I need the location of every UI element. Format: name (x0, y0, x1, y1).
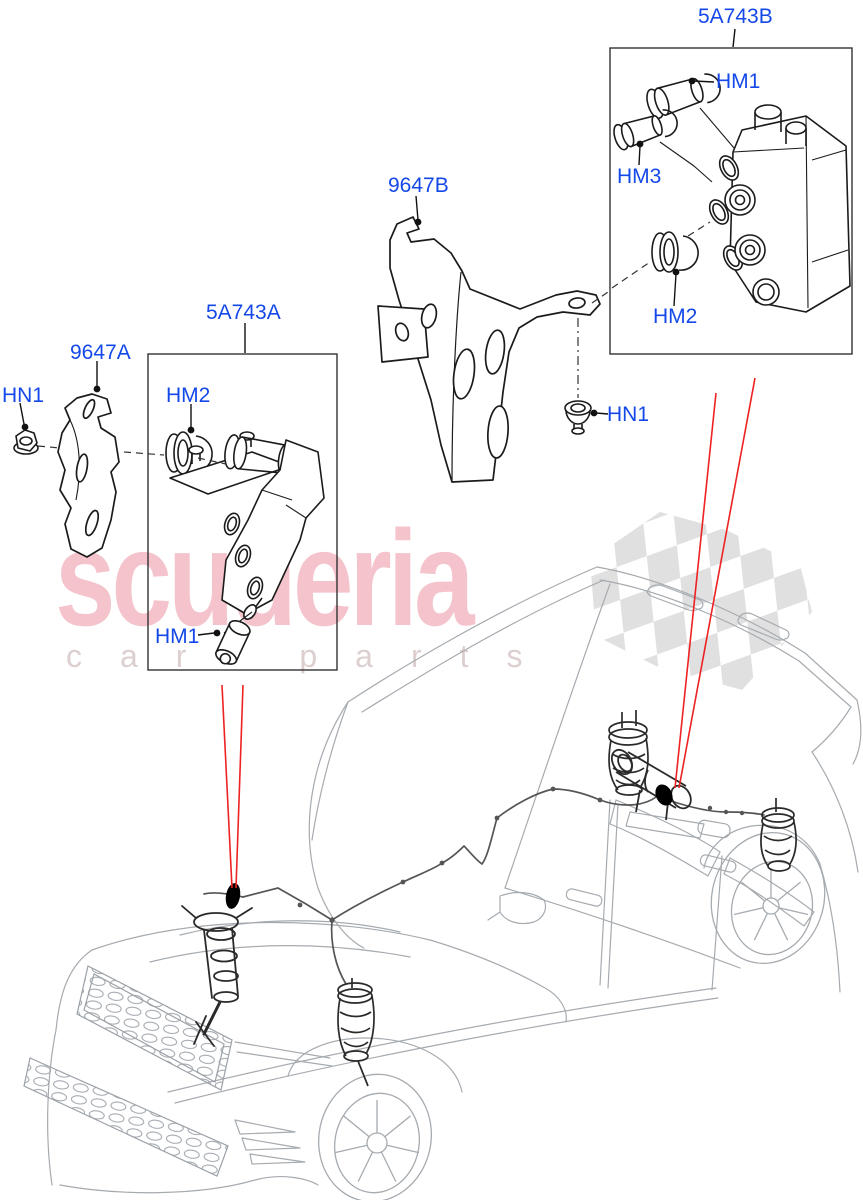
front-grille (23, 965, 233, 1177)
grommet-hm2-b (651, 231, 699, 273)
callout-label-hm1-a[interactable]: HM1 (155, 625, 200, 648)
front-right-air-spring (337, 978, 375, 1087)
callout-label-hn1-b[interactable]: HN1 (607, 403, 650, 426)
callout-label-hm2-b[interactable]: HM2 (653, 305, 698, 328)
rear-right-air-spring (760, 798, 797, 872)
front-valve-location-marker (225, 883, 241, 909)
callout-box-5a743b (609, 47, 853, 355)
fitting-hm1-a (215, 619, 251, 665)
valve-assembly-5a743a (169, 431, 325, 634)
air-line-harness (203, 786, 765, 985)
front-wheel (317, 1073, 433, 1200)
harness-clips (297, 786, 745, 923)
callout-label-hm3-b[interactable]: HM3 (617, 165, 662, 188)
car-body-outline (47, 566, 862, 1194)
grommet-hm2-a (165, 431, 213, 475)
callout-label-9647a[interactable]: 9647A (70, 341, 131, 364)
callout-label-5a743b[interactable]: 5A743B (698, 5, 773, 28)
callout-label-hn1-a[interactable]: HN1 (2, 384, 45, 407)
callout-leaders (19, 28, 736, 637)
callout-label-hm1-b[interactable]: HM1 (716, 70, 761, 93)
callout-label-hm2-a[interactable]: HM2 (166, 384, 211, 407)
rear-wheel (710, 831, 826, 965)
solenoid-hm3 (613, 109, 678, 151)
callout-label-5a743a[interactable]: 5A743A (206, 301, 281, 324)
callout-label-9647b[interactable]: 9647B (388, 174, 449, 197)
watermark-tagline-text: car parts (66, 638, 561, 674)
callout-box-5a743a (147, 353, 338, 671)
pin-hn1-center (564, 400, 592, 435)
red-leader-lines (221, 377, 756, 889)
valve-assembly-5a743b (659, 104, 851, 313)
assembly-axis-lines (37, 221, 711, 465)
front-wheel-spokes (334, 1100, 420, 1182)
nut-hn1-left (13, 429, 39, 455)
solenoid-hm1 (646, 73, 721, 120)
callout-dots (21, 77, 696, 637)
bracket-9647a (57, 393, 120, 558)
front-left-air-strut (181, 883, 253, 1047)
bracket-9647b (377, 216, 601, 483)
rear-valve-location-marker (655, 784, 673, 806)
rear-wheel-spokes (733, 868, 809, 941)
